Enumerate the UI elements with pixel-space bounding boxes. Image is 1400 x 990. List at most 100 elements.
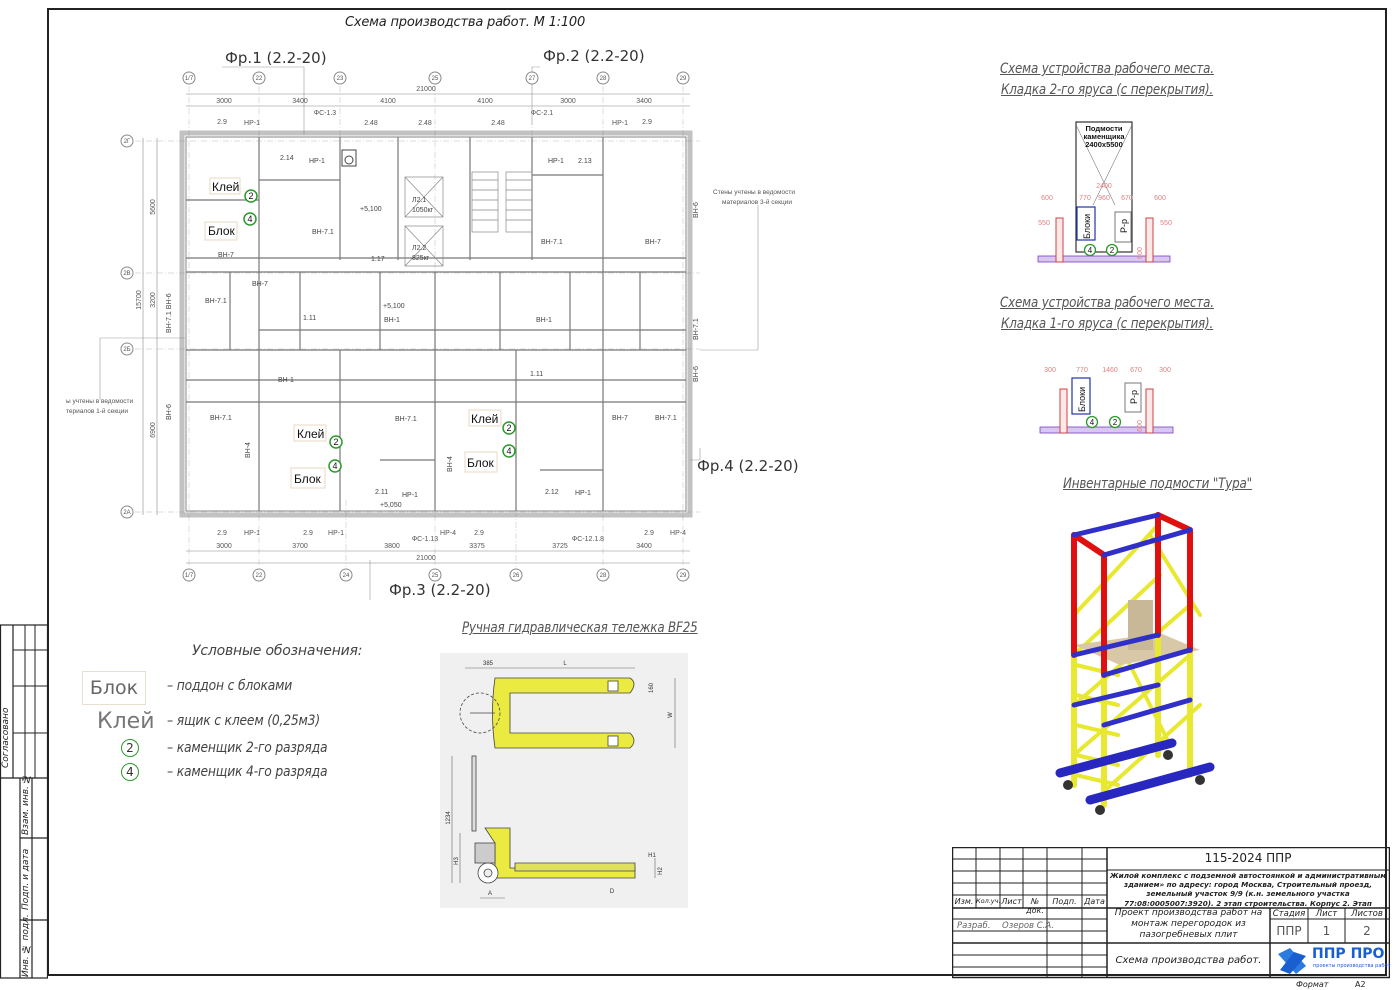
legend-glue-text: – ящик с клеем (0,25м3) [167,713,320,729]
dim: 3000 [216,543,232,550]
scheme-tier1-title-line1: Схема устройства рабочего места. [1000,295,1214,311]
legend-worker-4-text: – каменщик 4-го разряда [167,764,328,780]
developer-name: Озеров С.А. [1002,921,1054,931]
wall-tag: 2.9 [217,530,227,537]
header-change: Изм. [954,897,974,906]
axis-label: 27 [529,76,536,82]
scaffold-label: Подмости [1085,124,1122,133]
axis-label: 26 [513,573,520,579]
header-sheet: Лист [1001,897,1022,906]
partition-tag: ВН-7 [218,252,234,259]
wall-tag: ФС-1.13 [412,536,438,543]
wall-right [1145,217,1154,263]
jack-dim: H3 [454,857,460,865]
legend-worker-4-symbol: 4 [121,763,139,781]
room-label: 1050кг [412,207,434,214]
axis-label: 22 [256,76,263,82]
axis-label: 2В [123,271,130,277]
worker-2-marker: 2 [506,423,511,433]
worker-4-marker: 4 [247,214,252,224]
dim: 3800 [384,543,400,550]
wall-tag: 2.9 [217,119,227,126]
dim: 670 [1121,195,1133,202]
legend-glue-symbol: Клей [97,709,155,734]
pallet-jack-side-view [471,755,636,884]
blocks-label: Блоки [1082,214,1092,239]
dimension-values: 21000 3000 3400 4100 4100 3000 3400 3000… [136,86,652,562]
format-label: Формат [1296,980,1329,989]
dim: 5600 [150,199,157,215]
worker-4-marker: 4 [1090,418,1095,427]
outer-wall [179,130,693,518]
project-name: Проект производства работ на монтаж пере… [1114,908,1263,940]
dim: 6900 [150,422,157,438]
scaffold-yellow-posts [1071,632,1193,808]
axis-label: 25 [432,76,439,82]
partition-tag: ВН-7.1 [210,415,232,422]
partition-tag: ВН-7 [252,281,268,288]
jack-dimensions: 385 L W 160 1234 H3 A H1 H2 D [446,661,674,897]
replacement-inventory-label: Взам. инв. № [21,773,31,835]
blocks-label: Блоки [1077,387,1087,412]
scaffold-wheels [1063,750,1205,815]
partition-tag: ВН-7.1 [655,415,677,422]
room-label: НР-1 [402,492,418,499]
dim: 770 [1076,367,1088,374]
title-block-grid [952,847,1390,979]
wall-tag: 2.9 [474,530,484,537]
object-description: Жилой комплекс с подземной автостоянкой … [1109,871,1387,908]
note-left: ы учтены в ведомости [66,398,134,405]
header-qty: Кол.уч. [976,897,1001,905]
axis-label: 28 [600,573,607,579]
sheet-title: Схема производства работ. М 1:100 [345,15,586,30]
floor-plan: 1/7 22 23 25 27 28 29 1/7 22 24 25 26 28… [66,66,795,600]
outer-wall-inner-line [185,136,687,512]
mortar-box [1124,382,1142,413]
scaffold-blue-rails [1071,512,1193,728]
dim: 3700 [292,543,308,550]
scheme-tier1-title-line2: Кладка 1-го яруса (с перекрытия). [1001,316,1214,332]
note-right: материалов 3-й секции [722,198,792,206]
tura-scaffold-image [1055,512,1215,815]
fragment-4-label: Фр.4 (2.2-20) [697,457,799,475]
jack-dim: H1 [648,853,656,859]
wall-tag: НР-4 [670,530,686,537]
wall-tag: ФС-1.3 [314,110,337,117]
title-block-headers: Изм. Кол.уч. Лист № док. Подп. Дата [952,897,1107,915]
dim: 2400 [1096,183,1112,190]
sheet-name: Схема производства работ. [1115,955,1262,966]
wall-right [1145,388,1154,434]
jack-dim: W [668,712,674,718]
dim-total-top: 21000 [416,86,436,93]
room-label: 2.13 [578,158,592,165]
partition-tag: ВН-7.1 [205,298,227,305]
floor-slab [1037,255,1171,263]
glue-box-label: Клей [471,412,498,426]
partition-tags: ВН-7 ВН-7.1 ВН-1 ВН-4 ВН-4 ВН-7.1 ВН-7 В… [166,202,700,472]
sheets-value: 2 [1363,924,1371,938]
room-label: НР-1 [575,490,591,497]
mason-scaffold-outline [1075,121,1133,253]
wall-tags: 2.9 НР-1 2.48 2.48 2.48 НР-1 2.9 ФС-1.3 … [217,110,686,543]
axis-label: 24 [343,573,350,579]
partition-tag: ВН-7 [612,415,628,422]
scaffold-label: 2400х5500 [1085,140,1123,149]
dim: 1460 [1102,367,1118,374]
legend-block-symbol: Блок [82,671,146,705]
room-label: 2.14 [280,155,294,162]
leader-lines [99,66,759,600]
scaffold-base-beams [1055,738,1215,805]
axis-label: 25 [432,573,439,579]
axis-label: 29 [680,573,687,579]
dim: 670 [1130,367,1142,374]
stage-value: ППР [1276,924,1302,938]
jack-dim: H2 [658,867,664,875]
room-label: +5,100 [360,206,382,213]
partition-tag: ВН-7.1 [312,229,334,236]
scheme-tier2-title-line1: Схема устройства рабочего места. [1000,61,1214,77]
dim: 550 [1038,220,1050,227]
ppr-pro-logo-icon [1278,948,1306,974]
document-code: 115-2024 ППР [1204,851,1292,865]
floor-slab [1039,426,1174,434]
dim: 600 [1041,195,1053,202]
